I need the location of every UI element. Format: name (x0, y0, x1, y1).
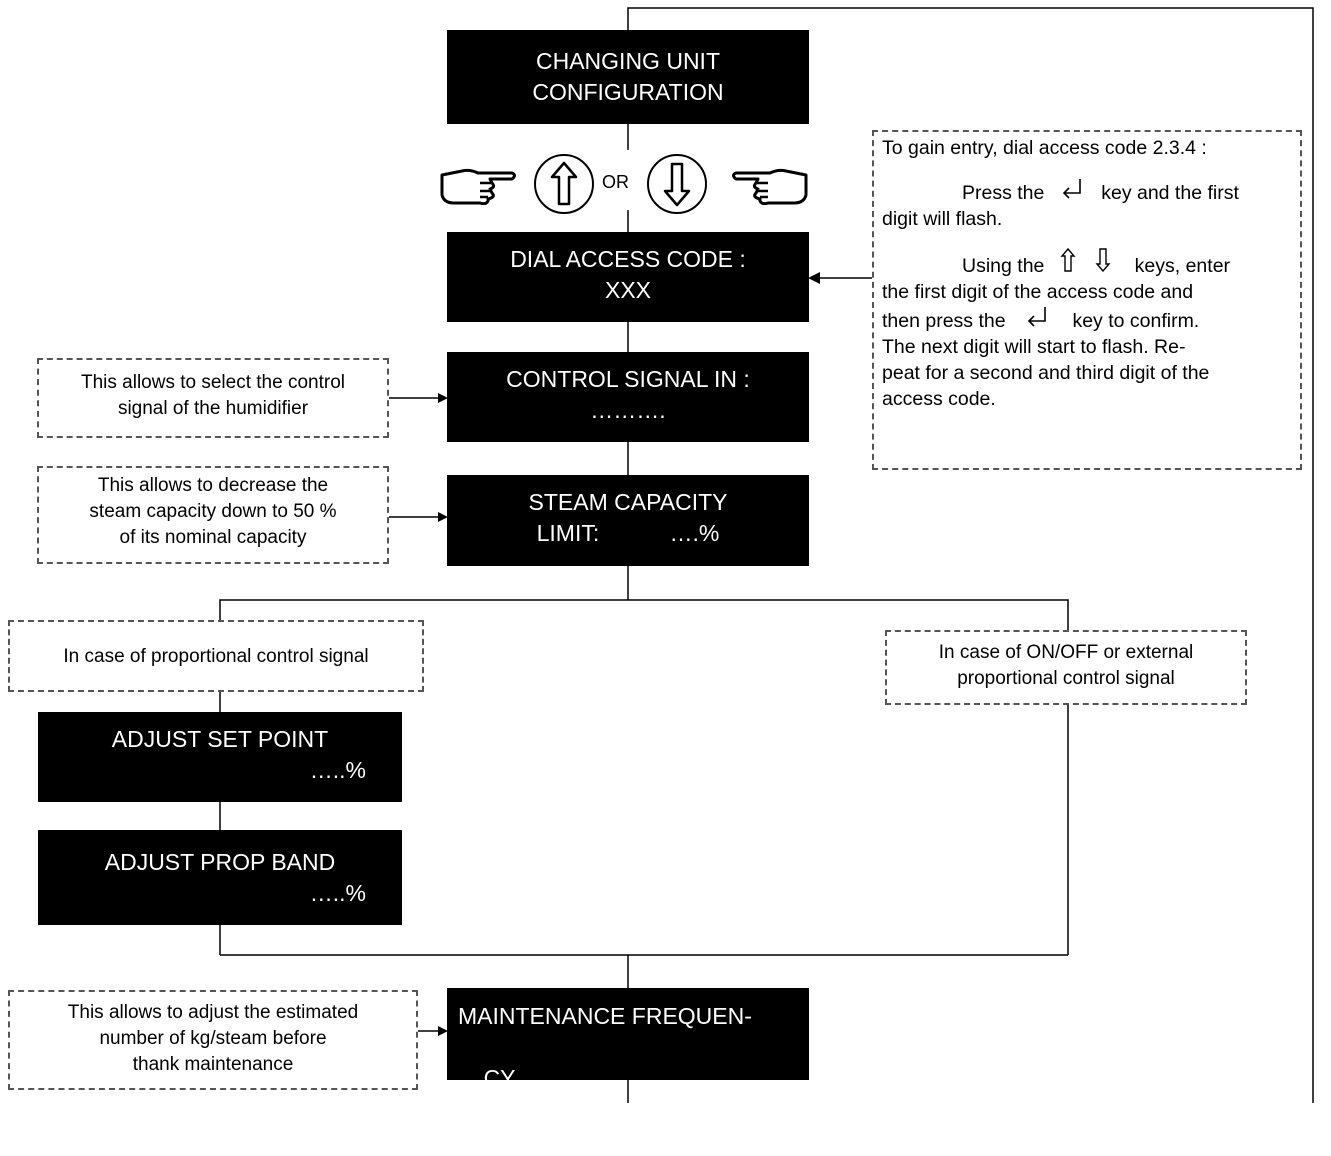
instruction-text: peat for a second and third digit of the (882, 362, 1210, 384)
up-arrow-key-icon (1060, 247, 1076, 279)
dial-access-code-box: DIAL ACCESS CODE : XXX (447, 232, 809, 322)
box-line: …..KG (728, 1096, 798, 1122)
instruction-text: then press the (882, 310, 1006, 332)
box-line: ADJUST SET POINT (111, 726, 329, 752)
box-line: ADJUST PROP BAND (104, 849, 336, 875)
maintenance-frequency-box: MAINTENANCE FREQUEN- CY …..KG (447, 988, 809, 1122)
instruction-step2: Using the keys, enter (882, 247, 1294, 279)
instruction-intro: To gain entry, dial access code 2.3.4 : (882, 137, 1207, 159)
note-line: In case of proportional control signal (63, 646, 369, 667)
instruction-text: the first digit of the access code and (882, 281, 1194, 303)
control-signal-note: This allows to select the control signal… (37, 358, 389, 438)
box-line: MAINTENANCE FREQUEN- (458, 1003, 752, 1029)
instruction-text: key to confirm. (1072, 310, 1200, 332)
box-line: CHANGING UNIT (536, 48, 720, 74)
instruction-text: Press the (962, 182, 1045, 204)
box-line: CONTROL SIGNAL IN : (506, 366, 750, 392)
instruction-text: The next digit will start to flash. Re- (882, 336, 1186, 358)
box-line: STEAM CAPACITY (528, 489, 728, 515)
adjust-prop-band-box: ADJUST PROP BAND …..% (38, 830, 402, 925)
box-line-split: CY …..KG (458, 1032, 798, 1156)
note-line: signal of the humidifier (117, 398, 309, 419)
maintenance-note: This allows to adjust the estimated numb… (8, 990, 418, 1090)
instruction-step2-confirm: then press the key to confirm. (882, 305, 1294, 334)
access-code-instructions: To gain entry, dial access code 2.3.4 : … (872, 130, 1302, 470)
on-off-signal-note: In case of ON/OFF or external proportion… (885, 630, 1247, 705)
enter-key-icon (1027, 305, 1049, 334)
or-label: OR (602, 172, 629, 192)
up-arrow-key-icon (534, 154, 594, 214)
note-line: of its nominal capacity (119, 527, 307, 548)
note-line: number of kg/steam before (99, 1028, 327, 1049)
note-line: This allows to decrease the (97, 475, 329, 496)
proportional-signal-note: In case of proportional control signal (8, 620, 424, 692)
down-arrow-key-icon (647, 154, 707, 214)
note-line: In case of ON/OFF or external (938, 642, 1194, 663)
box-line: XXX (604, 277, 652, 303)
control-signal-box: CONTROL SIGNAL IN : ………. (447, 352, 809, 442)
return-loop-line (627, 7, 1314, 1103)
pointing-right-hand-icon (440, 165, 518, 210)
instruction-text: keys, enter (1134, 255, 1231, 277)
instruction-step1: Press the key and the first (882, 177, 1294, 206)
box-line: …..% (309, 757, 366, 783)
instruction-text: Using the (962, 255, 1045, 277)
box-line: …..% (309, 880, 366, 906)
down-arrow-key-icon (1095, 248, 1111, 279)
steam-capacity-box: STEAM CAPACITY LIMIT: ….% (447, 475, 809, 566)
note-line: This allows to adjust the estimated (67, 1002, 359, 1023)
steam-capacity-note: This allows to decrease the steam capaci… (37, 466, 389, 564)
note-line: steam capacity down to 50 % (89, 501, 337, 522)
instruction-text: access code. (882, 388, 996, 410)
note-line: This allows to select the control (80, 372, 345, 393)
flow-connectors (219, 7, 1314, 1103)
changing-unit-configuration-box: CHANGING UNIT CONFIGURATION (447, 30, 809, 124)
box-line: LIMIT: ….% (536, 520, 720, 546)
pointing-left-hand-icon (730, 165, 808, 210)
enter-key-icon (1062, 177, 1084, 206)
instruction-text: digit will flash. (882, 208, 1003, 230)
note-line: proportional control signal (957, 668, 1175, 689)
adjust-set-point-box: ADJUST SET POINT …..% (38, 712, 402, 802)
box-line: DIAL ACCESS CODE : (510, 246, 746, 272)
note-line: thank maintenance (132, 1054, 294, 1075)
box-line: CY (483, 1065, 516, 1091)
instruction-text: key and the first (1101, 182, 1239, 204)
box-line: ………. (590, 397, 666, 423)
box-line: CONFIGURATION (532, 79, 724, 105)
